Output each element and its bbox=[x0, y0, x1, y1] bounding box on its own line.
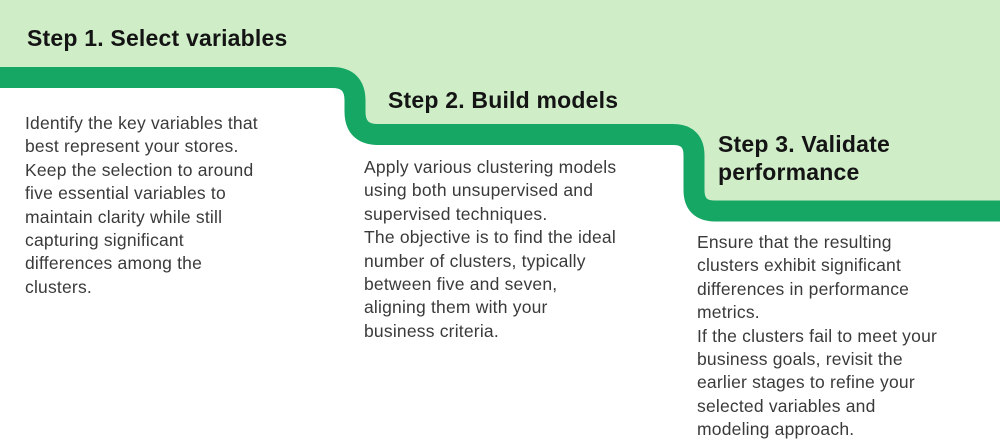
step3-title: Step 3. Validate performance bbox=[718, 131, 890, 185]
step-ribbon bbox=[0, 67, 1000, 222]
step2-title: Step 2. Build models bbox=[388, 87, 619, 113]
highlight-band bbox=[0, 0, 1000, 211]
step1-description: Identify the key variables that best rep… bbox=[25, 113, 258, 297]
step3-description: Ensure that the resulting clusters exhib… bbox=[697, 232, 938, 440]
step2-description: Apply various clustering models using bo… bbox=[364, 157, 617, 341]
step1-title: Step 1. Select variables bbox=[27, 25, 288, 51]
